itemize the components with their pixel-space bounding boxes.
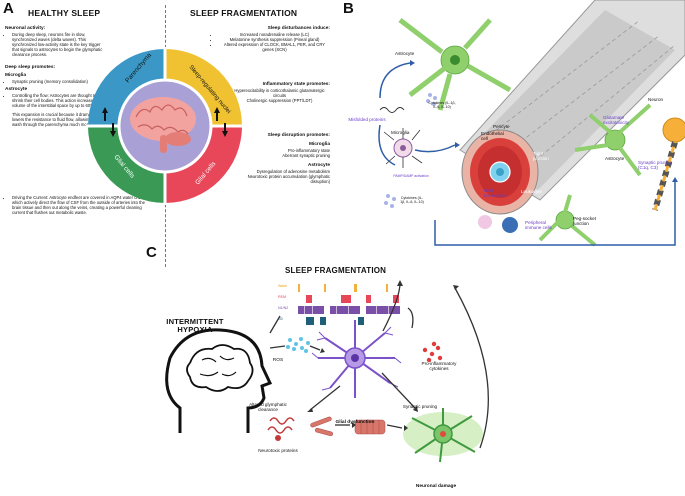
astrocyte-header: Astrocyte (5, 86, 28, 92)
panel-b-letter: B (343, 0, 354, 17)
neurotoxic-proteins-label: Neurotoxic proteins (258, 448, 298, 453)
panel-a-letter: A (3, 0, 14, 17)
pamp-label: PAMP/DAMP activation (393, 174, 429, 178)
astrocyte-cells (398, 18, 652, 247)
hypnogram: Wake REM N1/N2 N3 (278, 282, 403, 328)
neuron-label: Neuron (648, 97, 664, 102)
neuronal-activity-header: Neuronal activity: (5, 26, 46, 31)
double-arrow-icon (102, 107, 228, 137)
deep-sleep-header: Deep sleep promotes: (5, 65, 56, 71)
flow-arrows (378, 62, 676, 246)
inflammatory-header: Inflammatory state promotes: (262, 82, 330, 87)
inflammatory-block: Inflammatory state promotes: Hyperexcita… (222, 82, 330, 103)
disruption-astrocyte-header: Astrocyte (307, 163, 330, 169)
disturbance-item: Melatonine synthesis suppression (Pineal… (219, 37, 330, 42)
pro-inflammatory-label: Pro-inflammatory cytokines (421, 361, 457, 372)
microglia-label: Microglia (391, 130, 410, 135)
disturbances-list: Increased noradrenaline release (LC) Mel… (212, 32, 330, 52)
immune-cell-icon (478, 215, 492, 229)
glial-cell-icon (311, 320, 402, 398)
disturbances-header: Sleep disturbances induce: (267, 26, 330, 31)
blood-vessel (459, 0, 685, 215)
panel-c-diagram (165, 280, 489, 463)
astrocyte-right-label: Astrocyte (605, 156, 625, 161)
disruption-microglia-item: Aberrant synaptic pruning (229, 153, 330, 158)
peg-socket-label: Peg-socket junction (573, 216, 596, 227)
cytokines-top-label: Cytokines (IL-1β, IL-6, IL-10) (428, 101, 456, 110)
microglia-cell (383, 128, 423, 168)
cytokine-dots (384, 93, 437, 208)
peripheral-immune-label: Peripheral immune cells (525, 220, 552, 231)
microglia-header: Microglia (5, 73, 27, 79)
healthy-sleep-text: Neuronal activity: During deep sleep, ne… (5, 26, 105, 127)
endothelial-label: Endothelial cell (481, 131, 504, 142)
disruption-astrocyte-item: Dysregulation of adenosine metabolism (229, 169, 330, 174)
hypnogram-bars (298, 284, 400, 325)
bbb-breakdown-label: BBB breakdown (484, 188, 507, 199)
neuronal-damage-label: Neuronal damage (415, 484, 457, 489)
driving-item: Driving the Current: Astrocyte endfeet a… (12, 195, 155, 215)
cytokine-dots (422, 341, 443, 363)
glutamate-label: Glutamate excitotoxicity (603, 115, 630, 126)
immune-cell-icon (502, 217, 518, 233)
brain-icon (130, 97, 196, 153)
hypnogram-label: REM (278, 295, 286, 299)
damaged-neuron-icon (403, 408, 483, 463)
neuronal-activity-text: During deep sleep, neurons fire in slow,… (12, 32, 105, 57)
glial-dysfunction-label: Glial dysfunction (335, 420, 375, 425)
brain-outline-icon (186, 344, 254, 392)
ros-dots (286, 337, 310, 353)
hypnogram-label: N3 (278, 317, 283, 321)
driving-current: Driving the Current: Astrocyte endfeet a… (5, 195, 155, 215)
panel-c-letter: C (146, 244, 157, 261)
pathway-arrows (269, 282, 489, 449)
inflammatory-item: Hyperexcitability in corticothalamic glu… (229, 88, 330, 98)
hypnogram-label: N1/N2 (278, 306, 289, 310)
disruption-microglia-item: Pro-inflammatory state (229, 148, 330, 153)
inflammatory-item: Cholinergic suppression (PPT/LDT) (229, 98, 330, 103)
fibril-icons (310, 416, 386, 437)
hypnogram-label: Wake (278, 284, 288, 288)
disruption-microglia-header: Microglia (308, 142, 330, 147)
tight-junction-label: Tight junction (533, 151, 549, 162)
misfolded-proteins-icon (379, 107, 405, 113)
disruption-header: Sleep disruption promotes: (267, 133, 330, 138)
synaptic-pruning-label: Synaptic pruning (C1q, C3) (638, 160, 673, 171)
microglia-item: Synaptic pruning (memory consolidation) (12, 79, 105, 84)
healthy-sleep-title: HEALTHY SLEEP (28, 8, 101, 18)
fibril-stripes (360, 420, 380, 434)
intermittent-hypoxia-label: INTERMITTENT HYPOXIA (166, 317, 224, 334)
sleep-wheel: Parenchyma Sleep-regulating nuclei Glial… (86, 47, 244, 205)
sleep-fragmentation-title: SLEEP FRAGMENTATION (190, 8, 298, 18)
altered-clearance-label: Altered glymphatic clearance (249, 402, 287, 413)
disruption-astrocyte-item: Neurotoxic protein accumulation (glympha… (229, 174, 330, 184)
pericyte-label: Pericyte (493, 124, 510, 129)
neuron-cell (652, 117, 685, 211)
disturbance-item: Altered expression of CLOCK, BMAL1, PER,… (219, 42, 330, 52)
neurotoxic-protein-icon (267, 417, 295, 441)
astrocyte-nucleus (450, 55, 460, 65)
head-profile-icon (165, 328, 273, 433)
synaptic-pruning-c-label: Synaptic pruning (402, 404, 438, 409)
cytokines-bottom-label: Cytokines (IL-1β, IL-6, IL-10) (400, 196, 424, 205)
astrocyte-top-label: Astrocyte (395, 51, 415, 56)
panel-c-title: SLEEP FRAGMENTATION (285, 266, 387, 275)
astrocyte-note: This expansion is crucial because it dra… (12, 111, 105, 128)
ros-label: ROS (272, 358, 284, 363)
misfolded-label: Misfolded proteins (348, 117, 386, 122)
astrocyte-item: Controlling the flow: Astrocytes are tho… (12, 93, 105, 108)
leukocyte-label: Leukocyte (521, 189, 542, 194)
disturbance-item: Increased noradrenaline release (LC) (219, 32, 330, 37)
disruption-block: Sleep disruption promotes: Microglia Pro… (222, 133, 330, 184)
bbb-illustration (378, 0, 685, 247)
fragmentation-text: Sleep disturbances induce: Increased nor… (212, 26, 330, 52)
